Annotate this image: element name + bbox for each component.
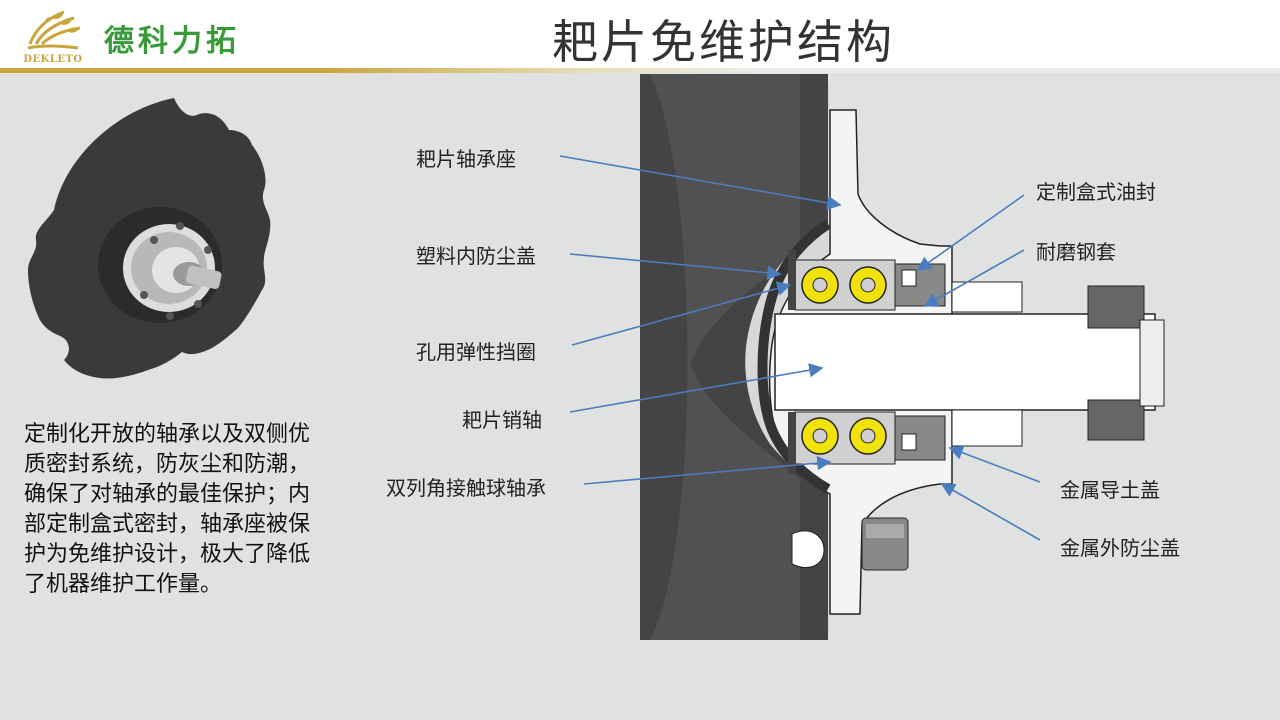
wheat-logo-icon [27, 10, 81, 50]
label-cassette-oil-seal: 定制盒式油封 [1036, 180, 1156, 204]
header-divider [0, 68, 1280, 73]
harrow-disc-image [28, 98, 271, 379]
label-metal-outer-dust-cover: 金属外防尘盖 [1060, 536, 1180, 560]
brand-name: 德科力拓 [104, 24, 240, 59]
pin-shaft [774, 313, 1156, 411]
bearing-cross-section-diagram [640, 74, 1165, 640]
header-bar: DEKLETO 德科力拓 耙片免维护结构 [0, 0, 1280, 73]
label-bearing-housing: 耙片轴承座 [416, 147, 516, 171]
label-double-row-bearing: 双列角接触球轴承 [386, 476, 546, 500]
label-metal-soil-guide-cover: 金属导土盖 [1060, 478, 1160, 502]
label-plastic-inner-dust-cover: 塑料内防尘盖 [416, 244, 536, 268]
label-disc-pin-shaft: 耙片销轴 [462, 408, 542, 432]
label-hole-circlip: 孔用弹性挡圈 [416, 340, 536, 364]
logo-text: DEKLETO [23, 54, 83, 65]
description-text: 定制化开放的轴承以及双侧优质密封系统，防灰尘和防潮，确保了对轴承的最佳保护；内部… [24, 422, 311, 597]
label-wear-sleeve: 耐磨钢套 [1036, 240, 1116, 264]
page-title: 耙片免维护结构 [552, 15, 895, 69]
